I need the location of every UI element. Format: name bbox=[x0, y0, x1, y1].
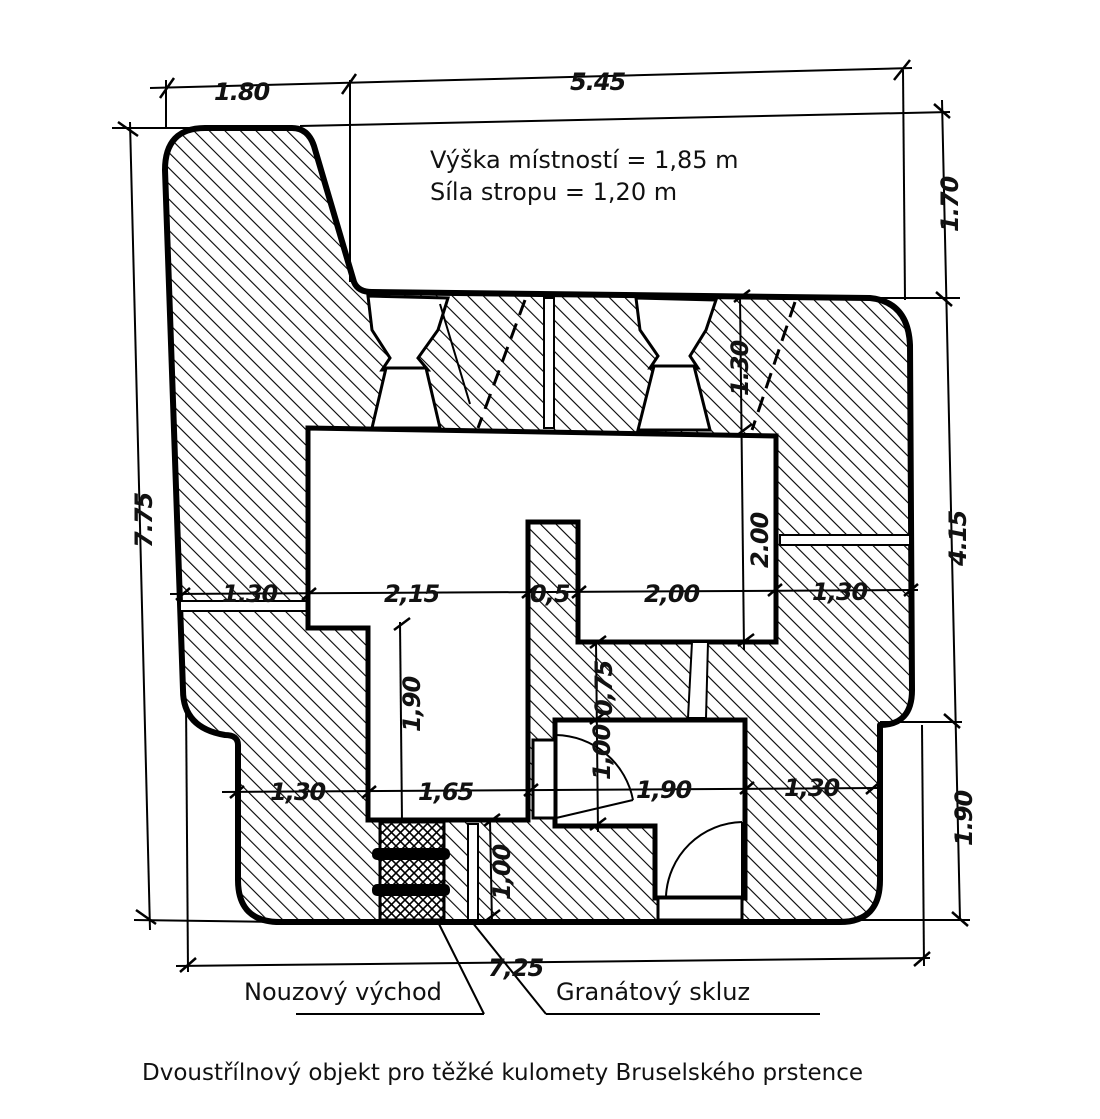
figure-caption: Dvoustřílnový objekt pro těžké kulomety … bbox=[142, 1060, 863, 1086]
dim-top-right: 5.45 bbox=[570, 68, 626, 96]
dim-bottom-total: 7,25 bbox=[488, 954, 544, 982]
passage-throat bbox=[686, 641, 710, 719]
interior-rooms bbox=[305, 425, 779, 823]
label-leaders bbox=[296, 921, 820, 1015]
emergency-exit-bar-2 bbox=[372, 884, 450, 896]
dim-left-total: 7.75 bbox=[130, 492, 158, 548]
dim-corridor-width: 1,65 bbox=[418, 778, 474, 806]
dim-room-depth: 2.00 bbox=[746, 512, 774, 568]
door-swing-entry bbox=[665, 821, 743, 897]
dim-room-width-right: 2,00 bbox=[644, 580, 700, 608]
dim-top-left: 1.80 bbox=[214, 78, 270, 106]
dim-lower-left-wall: 1,30 bbox=[270, 778, 326, 806]
dim-small-offset: 0,75 bbox=[590, 660, 618, 716]
dim-inner-embrasure: 1.30 bbox=[726, 340, 754, 396]
dim-partition: 0,5 bbox=[530, 580, 570, 608]
note-ceiling-thickness: Síla stropu = 1,20 m bbox=[430, 178, 677, 206]
vent-slot-right bbox=[779, 534, 911, 546]
dim-corridor-length: 1,90 bbox=[398, 676, 426, 732]
side-niche bbox=[531, 738, 557, 820]
dim-entry-width: 1,90 bbox=[636, 776, 692, 804]
door-swing-inner bbox=[555, 734, 634, 819]
dim-chute-width: 1,00 bbox=[488, 844, 516, 900]
embrasure-right bbox=[634, 296, 719, 432]
dim-right-bottom: 1.90 bbox=[950, 790, 978, 846]
entry-room bbox=[552, 717, 748, 901]
dim-right-top: 1.70 bbox=[936, 176, 964, 232]
dim-door-width: 1,00 bbox=[588, 724, 616, 780]
dim-left-wall: 1.30 bbox=[222, 580, 278, 608]
embrasure-left bbox=[366, 294, 471, 430]
firing-sector-lines bbox=[476, 297, 797, 431]
emergency-exit-block bbox=[378, 820, 446, 922]
dim-right-wall: 1,30 bbox=[812, 578, 868, 606]
dim-right-middle: 4.15 bbox=[944, 510, 972, 567]
label-emergency-exit: Nouzový východ bbox=[244, 978, 442, 1006]
note-room-height: Výška místností = 1,85 m bbox=[430, 146, 739, 174]
label-grenade-chute: Granátový skluz bbox=[556, 978, 750, 1006]
dimension-lines bbox=[112, 59, 970, 973]
entry-door-opening bbox=[656, 896, 744, 922]
grenade-chute bbox=[467, 823, 479, 921]
emergency-exit-bar-1 bbox=[372, 848, 450, 860]
dim-room-width-left: 2,15 bbox=[384, 580, 440, 608]
dim-lower-right-wall: 1,30 bbox=[784, 774, 840, 802]
